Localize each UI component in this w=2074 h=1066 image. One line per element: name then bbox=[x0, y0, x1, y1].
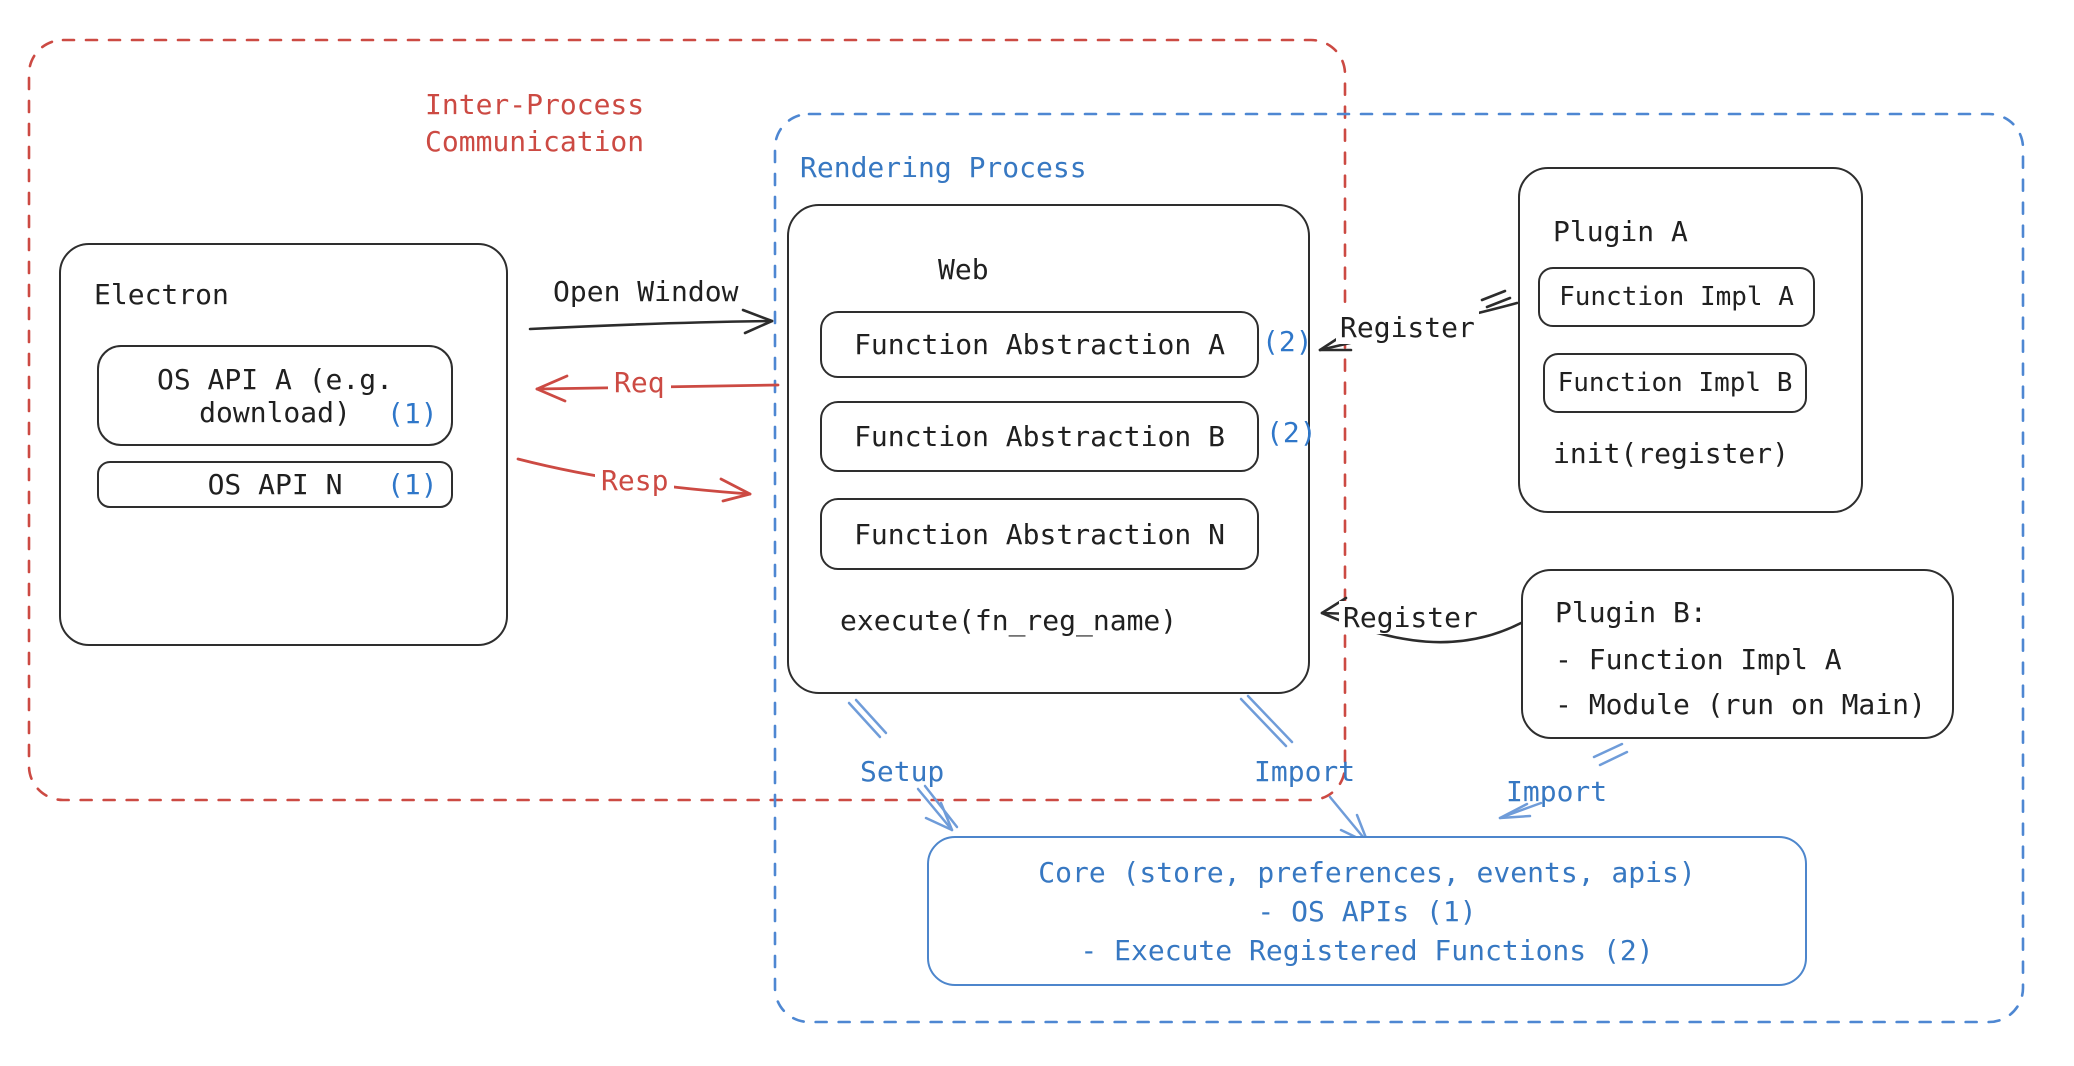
function-impl-b-box: Function Impl B bbox=[1543, 353, 1807, 413]
os-api-a-badge: (1) bbox=[387, 397, 438, 430]
plugin-a-box bbox=[1518, 167, 1863, 513]
open-window-label: Open Window bbox=[553, 275, 739, 308]
plugin-b-title: Plugin B: bbox=[1555, 596, 1707, 629]
register-bottom-label: Register bbox=[1339, 601, 1482, 634]
os-api-n-box: OS API N bbox=[97, 461, 453, 508]
req-label: Req bbox=[608, 366, 671, 399]
rendering-process-boundary bbox=[773, 112, 2025, 1024]
open-window-arrow bbox=[528, 308, 774, 335]
setup-arrow bbox=[847, 698, 959, 832]
function-abstraction-n-label: Function Abstraction N bbox=[854, 517, 1225, 551]
ipc-boundary bbox=[27, 38, 1347, 802]
import-right-label: Import bbox=[1506, 775, 1608, 808]
init-register-label: init(register) bbox=[1553, 437, 1790, 470]
ipc-label: Inter-Process Communication bbox=[425, 88, 645, 158]
plugin-b-item-2: - Module (run on Main) bbox=[1555, 688, 1926, 721]
function-abstraction-a-badge: (2) bbox=[1262, 325, 1313, 358]
import-right-arrow bbox=[1498, 742, 1629, 820]
function-impl-a-label: Function Impl A bbox=[1559, 281, 1794, 312]
function-abstraction-a-label: Function Abstraction A bbox=[854, 328, 1225, 361]
os-api-a-label-line2: download) bbox=[199, 395, 351, 429]
resp-label: Resp bbox=[595, 464, 675, 497]
os-api-a-box: OS API A (e.g. download) bbox=[97, 345, 453, 446]
function-abstraction-a-box: Function Abstraction A bbox=[820, 311, 1259, 378]
rendering-process-label: Rendering Process bbox=[800, 151, 1087, 184]
import-mid-label: Import bbox=[1254, 755, 1356, 788]
os-api-n-label: OS API N bbox=[207, 468, 343, 501]
register-top-label: Register bbox=[1336, 311, 1479, 344]
plugin-b-box bbox=[1521, 569, 1954, 739]
os-api-a-label-line1: OS API A (e.g. bbox=[156, 362, 393, 396]
execute-label: execute(fn_reg_name) bbox=[840, 604, 1178, 637]
web-title: Web bbox=[938, 253, 989, 286]
core-box: Core (store, preferences, events, apis) … bbox=[927, 836, 1807, 986]
setup-label: Setup bbox=[860, 755, 945, 788]
core-line-3: - Execute Registered Functions (2) bbox=[1080, 933, 1654, 967]
electron-title: Electron bbox=[94, 278, 229, 311]
plugin-b-item-1: - Function Impl A bbox=[1555, 643, 1842, 676]
function-abstraction-b-box: Function Abstraction B bbox=[820, 401, 1259, 472]
plugin-a-title: Plugin A bbox=[1553, 215, 1688, 248]
core-line-2: - OS APIs (1) bbox=[1257, 894, 1477, 928]
function-abstraction-b-label: Function Abstraction B bbox=[854, 420, 1225, 453]
function-abstraction-b-badge: (2) bbox=[1266, 416, 1317, 449]
function-impl-a-box: Function Impl A bbox=[1538, 267, 1815, 327]
function-impl-b-label: Function Impl B bbox=[1557, 367, 1793, 398]
function-abstraction-n-box: Function Abstraction N bbox=[820, 498, 1259, 570]
core-line-1: Core (store, preferences, events, apis) bbox=[1038, 855, 1696, 889]
os-api-n-badge: (1) bbox=[387, 468, 438, 501]
